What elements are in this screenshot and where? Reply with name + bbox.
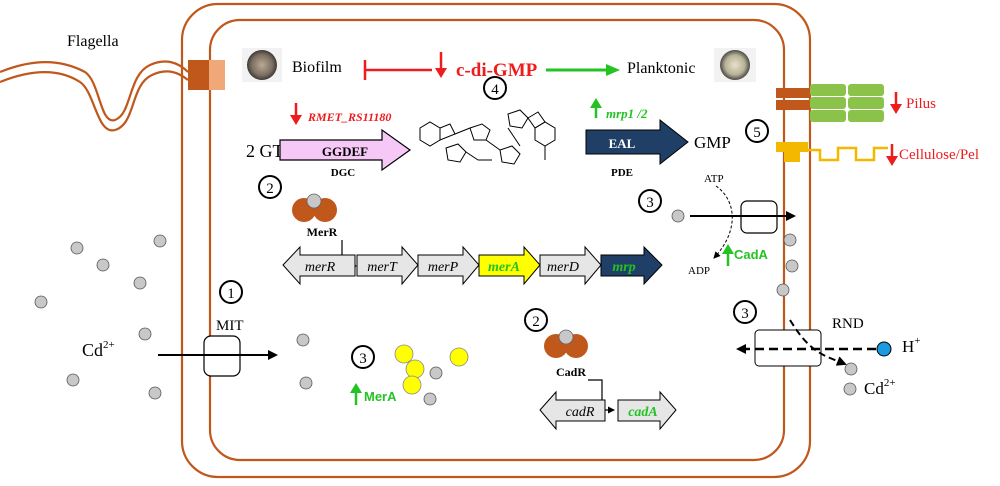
pilus-icon bbox=[776, 84, 884, 122]
biofilm-label: Biofilm bbox=[292, 59, 342, 76]
mrp-up-arrow-icon bbox=[590, 98, 602, 118]
planktonic-plate-image bbox=[714, 48, 756, 82]
cd-ion bbox=[133, 276, 147, 290]
mer-operon: merR merT merP merA merD mrp bbox=[282, 245, 663, 286]
rnd-cd-efflux-arrow bbox=[789, 319, 847, 366]
gene-merT: merT bbox=[367, 260, 398, 275]
inhibition-arrow bbox=[363, 60, 432, 80]
step-3-marker-cada: 3 bbox=[638, 189, 662, 213]
step-2-marker-mer: 2 bbox=[258, 175, 282, 199]
mit-label: MIT bbox=[216, 318, 244, 334]
cd-ion bbox=[843, 382, 857, 396]
cd-ion bbox=[783, 233, 797, 247]
mera-protein-icon bbox=[394, 344, 469, 406]
svg-text:2: 2 bbox=[266, 181, 274, 197]
mera-up-arrow-icon bbox=[350, 383, 362, 405]
gene-cadA: cadA bbox=[628, 405, 658, 420]
svg-text:2: 2 bbox=[532, 314, 540, 330]
svg-text:3: 3 bbox=[646, 195, 654, 211]
svg-text:3: 3 bbox=[359, 351, 367, 367]
ggdef-label: GGDEF bbox=[322, 144, 368, 159]
eal-arrow bbox=[585, 118, 689, 166]
cadr-label: CadR bbox=[556, 365, 586, 379]
outer-membrane bbox=[180, 2, 812, 479]
down-arrow-icon bbox=[435, 52, 447, 78]
svg-text:1: 1 bbox=[227, 286, 235, 302]
gene-merR: merR bbox=[305, 260, 336, 275]
cd-ion bbox=[776, 283, 790, 297]
step-5-marker: 5 bbox=[745, 119, 769, 143]
dgc-label: DGC bbox=[331, 167, 356, 179]
cellulose-pel-icon bbox=[776, 142, 888, 162]
gene-merD: merD bbox=[547, 260, 579, 275]
gene-merP: merP bbox=[428, 260, 459, 275]
flagella-label: Flagella bbox=[67, 33, 119, 50]
c-di-gmp-structure-image bbox=[419, 109, 556, 165]
cd-ion bbox=[299, 376, 313, 390]
merr-protein-icon bbox=[292, 193, 337, 222]
cada-protein-label: CadA bbox=[734, 247, 769, 262]
cd-ion bbox=[785, 259, 799, 273]
cd-ion bbox=[138, 327, 152, 341]
atp-label: ATP bbox=[704, 173, 724, 185]
planktonic-label: Planktonic bbox=[627, 60, 695, 77]
gene-merA: merA bbox=[488, 260, 520, 275]
gene-mrp: mrp bbox=[612, 260, 635, 275]
rnd-label: RND bbox=[832, 316, 864, 332]
cadr-regulation-arrow bbox=[588, 379, 615, 414]
step-3-marker-mera: 3 bbox=[351, 345, 375, 369]
activation-arrow bbox=[546, 64, 620, 76]
cd-ion bbox=[70, 241, 84, 255]
cd-ion bbox=[148, 386, 162, 400]
pilus-down-arrow-icon bbox=[890, 92, 902, 114]
cd-ion bbox=[844, 362, 858, 376]
eal-label: EAL bbox=[609, 136, 636, 151]
flagella-icon bbox=[0, 60, 225, 132]
cd-ion bbox=[34, 295, 48, 309]
rmet-down-arrow-icon bbox=[290, 103, 302, 125]
cd-label-right: Cd2+ bbox=[864, 377, 896, 398]
rmet-gene-label: RMET_RS11180 bbox=[307, 110, 391, 124]
pde-label: PDE bbox=[611, 167, 633, 179]
proton-icon bbox=[876, 341, 892, 357]
cellulose-down-arrow-icon bbox=[886, 144, 898, 166]
cad-operon: cadR cadA bbox=[539, 390, 677, 431]
cada-up-arrow-icon bbox=[722, 244, 734, 266]
svg-text:3: 3 bbox=[741, 306, 749, 322]
c-di-gmp-label: c-di-GMP bbox=[456, 60, 538, 81]
step-1-marker: 1 bbox=[219, 280, 243, 304]
cd-ion bbox=[671, 209, 685, 223]
svg-text:4: 4 bbox=[491, 82, 499, 98]
step-3-marker-rnd: 3 bbox=[733, 300, 757, 324]
cd-ion bbox=[66, 373, 80, 387]
proton-label: H+ bbox=[902, 335, 921, 356]
step-2-marker-cad: 2 bbox=[524, 308, 548, 332]
cadr-protein-icon bbox=[544, 329, 588, 358]
cd-ion bbox=[96, 258, 110, 272]
biofilm-plate-image bbox=[242, 48, 282, 82]
cd-ion bbox=[153, 234, 167, 248]
step-4-marker: 4 bbox=[483, 76, 507, 100]
gene-cadR: cadR bbox=[566, 405, 595, 420]
cd-ion bbox=[296, 333, 310, 347]
svg-text:5: 5 bbox=[753, 125, 761, 141]
adp-label: ADP bbox=[688, 265, 710, 277]
gmp-label: GMP bbox=[694, 133, 731, 152]
cd-label-left: Cd2+ bbox=[82, 339, 115, 360]
mrp12-gene-label: mrp1 /2 bbox=[606, 106, 648, 121]
cellulose-pel-label: Cellulose/Pel bbox=[899, 147, 979, 163]
ggdef-arrow bbox=[279, 128, 412, 172]
pilus-label: Pilus bbox=[906, 96, 936, 112]
merr-label: MerR bbox=[307, 225, 338, 239]
mera-protein-label: MerA bbox=[364, 389, 397, 404]
